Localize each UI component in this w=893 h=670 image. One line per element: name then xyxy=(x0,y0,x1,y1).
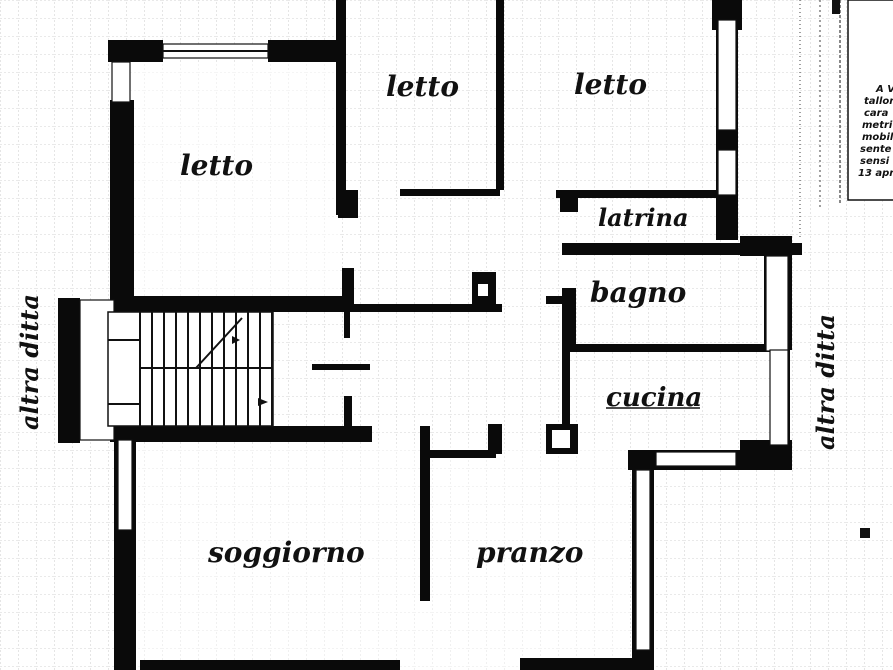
note-line-8: 13 apri xyxy=(858,168,893,179)
note-line-5: mobil xyxy=(862,132,893,143)
room-label-letto-right: letto xyxy=(574,68,647,101)
windows xyxy=(79,19,789,651)
side-label-right: altra ditta xyxy=(811,314,840,450)
note-line-2: tallor xyxy=(864,96,893,107)
room-label-latrina: latrina xyxy=(598,203,689,232)
note-line-3: cara xyxy=(864,108,889,119)
staircase xyxy=(107,311,274,427)
room-label-letto-mid: letto xyxy=(386,70,459,103)
side-label-left: altra ditta xyxy=(15,294,44,430)
note-line-6: sente xyxy=(860,144,892,155)
room-label-pranzo: pranzo xyxy=(476,536,583,569)
room-label-soggiorno: soggiorno xyxy=(207,536,365,569)
note-line-7: sensi xyxy=(860,156,890,167)
note-line-1: A V xyxy=(875,84,893,95)
note-box: A V tallor cara metri mobil sente sensi … xyxy=(799,0,893,240)
note-line-4: metri xyxy=(862,120,893,131)
room-label-letto-left: letto xyxy=(180,149,253,182)
room-label-bagno: bagno xyxy=(590,276,686,309)
